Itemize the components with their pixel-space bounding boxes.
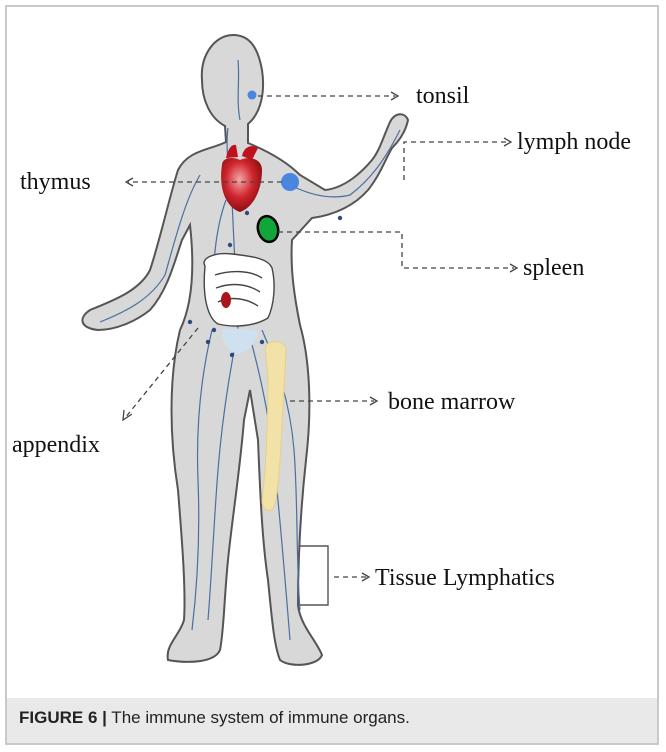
immune-system-diagram: tonsil lymph node thymus spleen appendix…: [0, 0, 666, 700]
label-lymph-node: lymph node: [517, 129, 631, 155]
appendix-organ: [221, 292, 231, 308]
label-appendix: appendix: [12, 432, 100, 458]
label-bone-marrow: bone marrow: [388, 389, 516, 415]
caption-label: FIGURE 6 |: [19, 708, 107, 727]
intestines: [204, 254, 274, 326]
caption-text: The immune system of immune organs.: [107, 708, 410, 727]
spleen-arrow: [278, 232, 514, 268]
label-tissue-lymphatics: Tissue Lymphatics: [375, 565, 555, 591]
lymph-node-arrow: [404, 142, 508, 180]
label-thymus: thymus: [20, 169, 91, 195]
label-spleen: spleen: [523, 255, 584, 281]
tissue-lymphatics-bracket: [300, 546, 328, 605]
figure-caption: FIGURE 6 | The immune system of immune o…: [7, 698, 657, 743]
label-tonsil: tonsil: [416, 83, 470, 109]
lymph-node-organ: [281, 173, 299, 191]
tonsil-organ: [248, 91, 257, 100]
